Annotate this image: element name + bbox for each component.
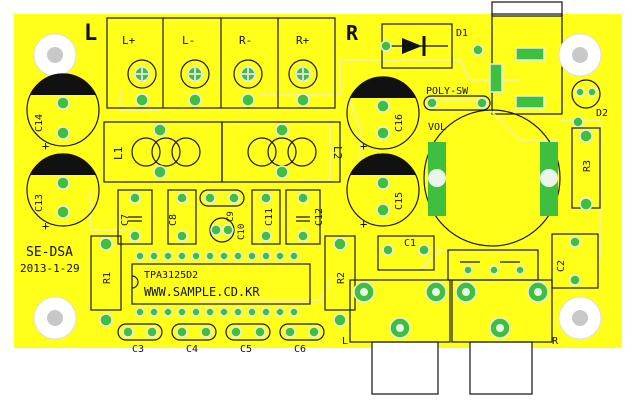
c10-label: C10: [237, 224, 247, 240]
c14-label: C14: [34, 114, 45, 132]
jack-cutout-right: [469, 341, 533, 395]
model-label: SE-DSA: [26, 245, 73, 260]
diode-d1: D1: [380, 23, 484, 69]
plus-mark: +: [360, 139, 367, 153]
c2-label: C2: [556, 260, 567, 272]
terminal-label-l-minus: L-: [182, 34, 195, 47]
bottom-cap-row: C3 C4 C5 C6: [117, 323, 325, 355]
film-cap-row: C7 C8 C9 C10 C11 C12: [117, 189, 325, 245]
d1-label: D1: [456, 28, 468, 39]
c3-label: C3: [132, 344, 144, 355]
right-channel-label: R: [346, 21, 359, 45]
c5-label: C5: [240, 344, 252, 355]
jack-cutout-left: [371, 341, 439, 395]
terminal-label-l-plus: L+: [122, 34, 136, 47]
polyfuse-label: POLY-SW: [426, 86, 469, 97]
c4-label: C4: [186, 344, 198, 355]
ic-pin-pads: [135, 251, 299, 317]
c8-label: C8: [168, 214, 179, 226]
rca-jack-right: R: [451, 279, 559, 347]
electrolytic-cap-c15: C15: [346, 153, 420, 227]
terminal-label-r-minus: R-: [239, 34, 252, 47]
date-label: 2013-1-29: [20, 262, 80, 275]
amplifier-ic: TPA3125D2 WWW.SAMPLE.CD.KR: [131, 263, 311, 305]
l1-label: L1: [112, 147, 125, 160]
rca-jack-left: L: [342, 279, 451, 347]
cap-c2: C2: [551, 233, 599, 289]
left-output-label: L: [342, 336, 348, 347]
c1-label: C1: [404, 238, 416, 249]
c12-label: C12: [314, 208, 325, 226]
d2-label: D2: [596, 108, 608, 119]
r3-label: R3: [582, 160, 593, 172]
ic-name-label: TPA3125D2: [144, 270, 198, 281]
c11-label: C11: [264, 208, 275, 226]
plus-mark: +: [42, 139, 49, 153]
resistor-r3: R3: [571, 127, 601, 211]
c9-label: C9: [226, 211, 236, 222]
website-label: WWW.SAMPLE.CD.KR: [144, 285, 260, 299]
volume-pot: VOL: [423, 109, 561, 247]
r1-label: R1: [102, 272, 113, 284]
speaker-terminal-block: L+ L- R- R+: [106, 17, 336, 109]
terminal-screw: [127, 59, 318, 89]
r2-label: R2: [336, 272, 347, 284]
inductor-l1: L1: [103, 121, 223, 183]
volume-label: VOL: [428, 122, 446, 133]
l2-label: L2: [331, 146, 344, 159]
c7-label: C7: [120, 214, 131, 226]
electrolytic-cap-c16: C16: [346, 76, 420, 150]
inductor-l2: L2: [221, 121, 344, 183]
plus-mark: +: [360, 217, 367, 231]
left-channel-label: L: [84, 21, 97, 46]
terminal-label-r-plus: R+: [296, 34, 310, 47]
power-jack-pads: [489, 47, 545, 109]
led-d2: D2: [571, 79, 608, 128]
plus-mark: +: [42, 219, 49, 233]
right-output-label: R: [552, 336, 559, 347]
polyfuse: POLY-SW: [423, 86, 491, 111]
resistor-r2: R2: [324, 235, 356, 327]
cap-c1: C1: [377, 235, 435, 271]
c15-label: C15: [394, 192, 405, 210]
c16-label: C16: [394, 114, 405, 132]
electrolytic-cap-c14: C14: [26, 73, 100, 147]
c13-label: C13: [34, 194, 45, 212]
c6-label: C6: [294, 344, 306, 355]
resistor-r1: R1: [90, 235, 122, 327]
power-jack-cutout: [491, 1, 563, 17]
input-selector-switch: [447, 249, 539, 281]
mounting-holes: [33, 33, 602, 340]
electrolytic-cap-c13: C13: [26, 153, 100, 227]
